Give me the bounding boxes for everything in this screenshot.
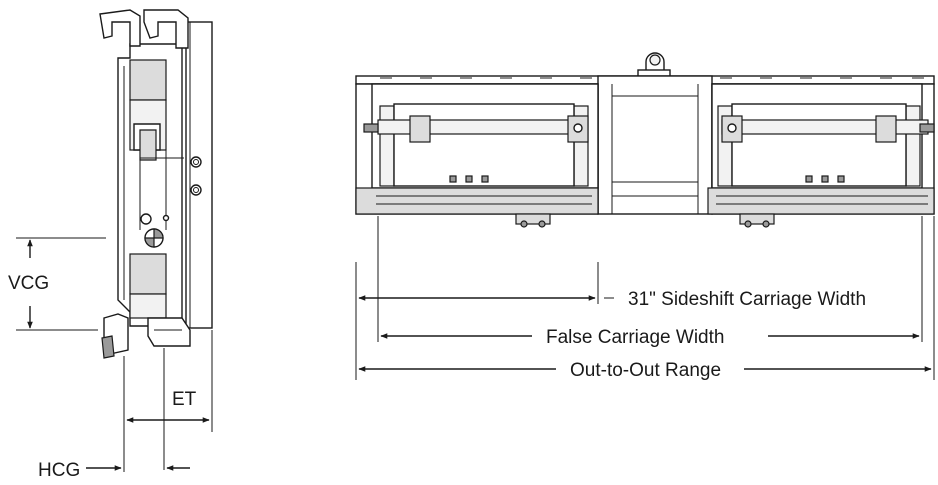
vcg-label: VCG (8, 273, 49, 294)
front-extension-lines (355, 216, 935, 380)
sideshift-width-dimension: 31" Sideshift Carriage Width (358, 289, 866, 310)
et-label: ET (172, 389, 197, 410)
side-view-carriage (99, 9, 213, 359)
out-to-out-range-dimension: Out-to-Out Range (358, 360, 932, 381)
hcg-label: HCG (38, 460, 80, 480)
false-carriage-width-label: False Carriage Width (546, 327, 724, 348)
false-carriage-width-dimension: False Carriage Width (380, 327, 920, 348)
out-to-out-range-label: Out-to-Out Range (570, 360, 721, 381)
hcg-dimension: HCG (38, 460, 190, 481)
et-dimension: ET (123, 330, 213, 472)
front-view-carriage (355, 52, 935, 228)
vcg-dimension: VCG (8, 237, 106, 331)
sideshift-width-label: 31" Sideshift Carriage Width (628, 289, 866, 310)
